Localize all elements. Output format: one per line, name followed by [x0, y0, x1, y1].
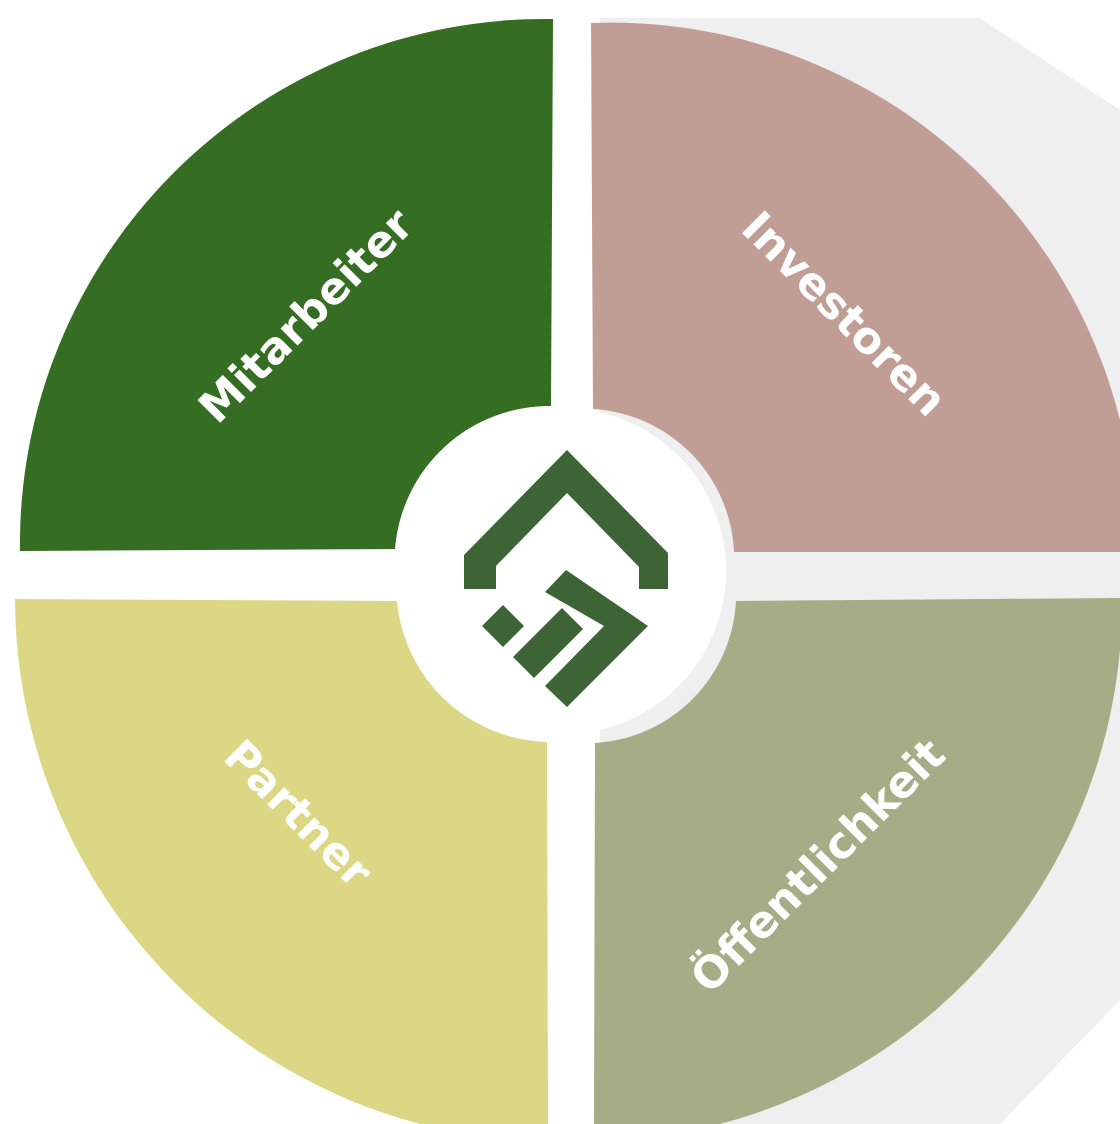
- house-logo-icon: [464, 450, 668, 707]
- segment-oeffentlichkeit[interactable]: [594, 598, 1120, 1124]
- segment-partner[interactable]: [15, 599, 548, 1124]
- center-circle: [400, 408, 726, 734]
- segment-investoren[interactable]: [591, 22, 1120, 552]
- segment-mitarbeiter[interactable]: [19, 18, 553, 551]
